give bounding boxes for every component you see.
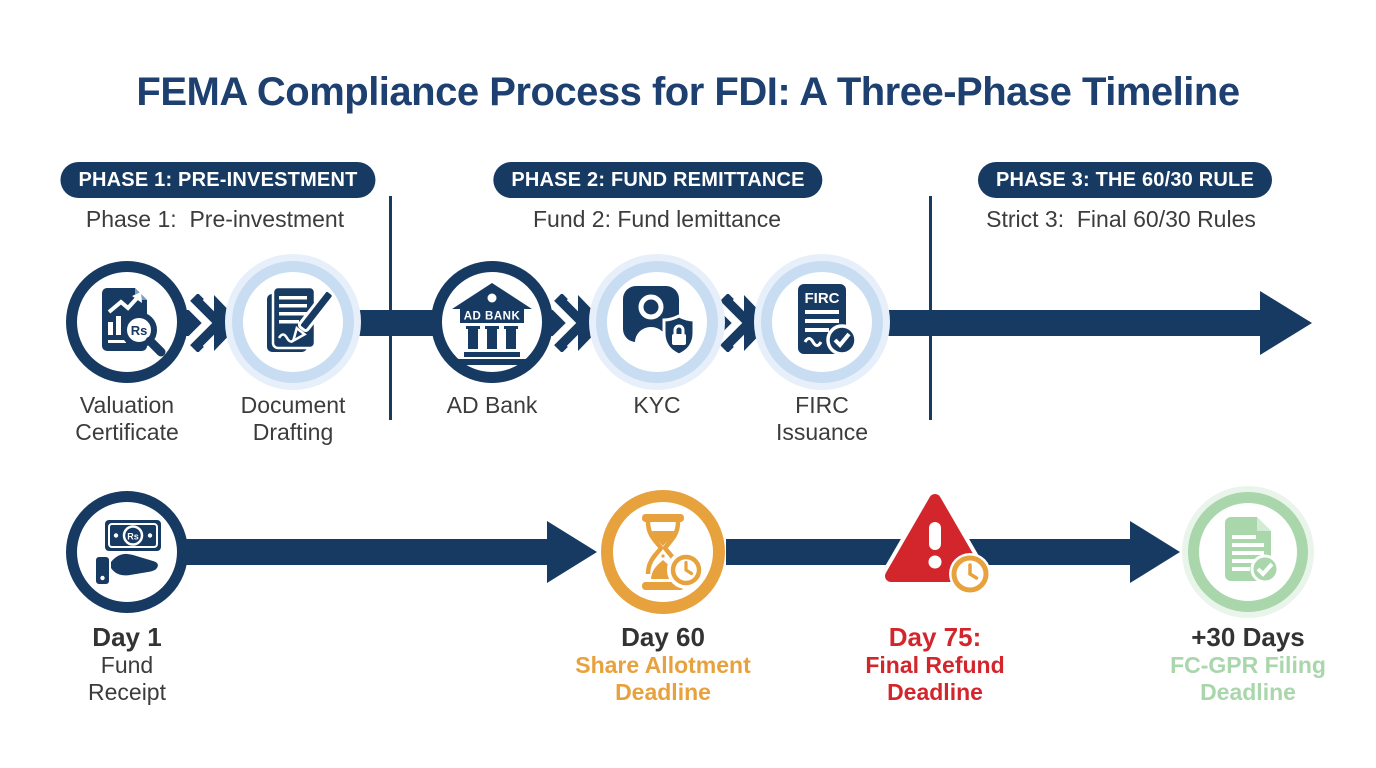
phase-1-subtitle: Phase 1: Pre-investment bbox=[85, 206, 345, 232]
divider-line-2 bbox=[929, 196, 932, 420]
kyc-node bbox=[596, 261, 718, 383]
milestone-day-label: Day 75: bbox=[888, 622, 982, 652]
phase-2-badge: PHASE 2: FUND REMITTANCE bbox=[493, 162, 823, 198]
firc-label: FIRC bbox=[805, 290, 840, 307]
ad-bank-label: AD BANK bbox=[464, 311, 521, 323]
valuation-certificate-node: Rs bbox=[66, 261, 188, 383]
step-label-line: FIRC bbox=[795, 392, 849, 418]
milestone-line: Deadline bbox=[615, 679, 711, 705]
step-label-valuation-certificate: Valuation Certificate bbox=[75, 392, 179, 446]
milestone-day-1: Day 1 Fund Receipt bbox=[0, 622, 267, 706]
share-allotment-node bbox=[601, 490, 725, 614]
fcgpr-filing-node bbox=[1188, 492, 1308, 612]
document-drafting-icon bbox=[267, 285, 335, 352]
fcgpr-filing-icon bbox=[1225, 517, 1280, 584]
divider-line-1 bbox=[389, 196, 392, 420]
timeline-arrowhead-icon bbox=[1130, 521, 1180, 583]
phase-3-badge: PHASE 3: THE 60/30 RULE bbox=[977, 162, 1273, 198]
valuation-certificate-icon: Rs bbox=[102, 288, 166, 357]
milestone-line: FC-GPR Filing bbox=[1170, 652, 1326, 678]
step-label-firc-issuance: FIRC Issuance bbox=[776, 392, 868, 446]
phase-2-subtitle: Fund 2: Fund lemittance bbox=[532, 206, 782, 232]
step-label-line: Document bbox=[240, 392, 346, 418]
milestone-day-label: Day 1 bbox=[92, 622, 162, 652]
phase-1-badge: PHASE 1: PRE-INVESTMENT bbox=[60, 162, 376, 198]
step-label-line: AD Bank bbox=[446, 392, 538, 418]
milestone-plus-30-days: +30 Days FC-GPR Filing Deadline bbox=[1108, 622, 1376, 706]
milestone-day-60: Day 60 Share Allotment Deadline bbox=[523, 622, 803, 706]
firc-issuance-icon: FIRC bbox=[798, 284, 858, 356]
hourglass-deadline-icon bbox=[642, 514, 705, 590]
milestone-day-label: +30 Days bbox=[1191, 622, 1305, 652]
step-label-document-drafting: Document Drafting bbox=[241, 392, 346, 446]
process-arrowhead-icon bbox=[1260, 291, 1312, 355]
firc-issuance-node: FIRC bbox=[761, 261, 883, 383]
milestone-day-75: Day 75: Final Refund Deadline bbox=[795, 622, 1075, 706]
timeline-arrowhead-icon bbox=[547, 521, 597, 583]
ad-bank-node: AD BANK bbox=[431, 261, 553, 383]
milestone-line: Receipt bbox=[88, 679, 166, 705]
milestone-line: Fund bbox=[100, 652, 154, 678]
document-drafting-node bbox=[232, 261, 354, 383]
step-label-line: Certificate bbox=[75, 419, 179, 445]
phase-3-subtitle: Strict 3: Final 60/30 Rules bbox=[986, 206, 1256, 232]
step-label-ad-bank: AD Bank bbox=[447, 392, 538, 419]
deadline-timeline-bar bbox=[127, 539, 551, 565]
step-label-line: Valuation bbox=[79, 392, 175, 418]
step-label-kyc: KYC bbox=[633, 392, 680, 419]
milestone-line: Final Refund bbox=[865, 652, 1005, 678]
kyc-icon bbox=[623, 286, 696, 357]
fund-receipt-icon: Rs bbox=[96, 520, 161, 584]
step-label-line: KYC bbox=[633, 392, 681, 418]
milestone-day-label: Day 60 bbox=[621, 622, 705, 652]
fund-receipt-node: Rs bbox=[66, 491, 188, 613]
milestone-line: Share Allotment bbox=[575, 652, 751, 678]
step-label-line: Issuance bbox=[775, 419, 869, 445]
milestone-line: Deadline bbox=[887, 679, 983, 705]
milestone-line: Deadline bbox=[1200, 679, 1296, 705]
page-title: FEMA Compliance Process for FDI: A Three… bbox=[136, 70, 1240, 114]
rs-symbol-label: Rs bbox=[127, 532, 139, 542]
step-label-line: Drafting bbox=[252, 419, 334, 445]
warning-deadline-icon bbox=[881, 490, 991, 595]
rs-symbol-label: Rs bbox=[131, 323, 148, 338]
ad-bank-icon: AD BANK bbox=[452, 283, 532, 365]
